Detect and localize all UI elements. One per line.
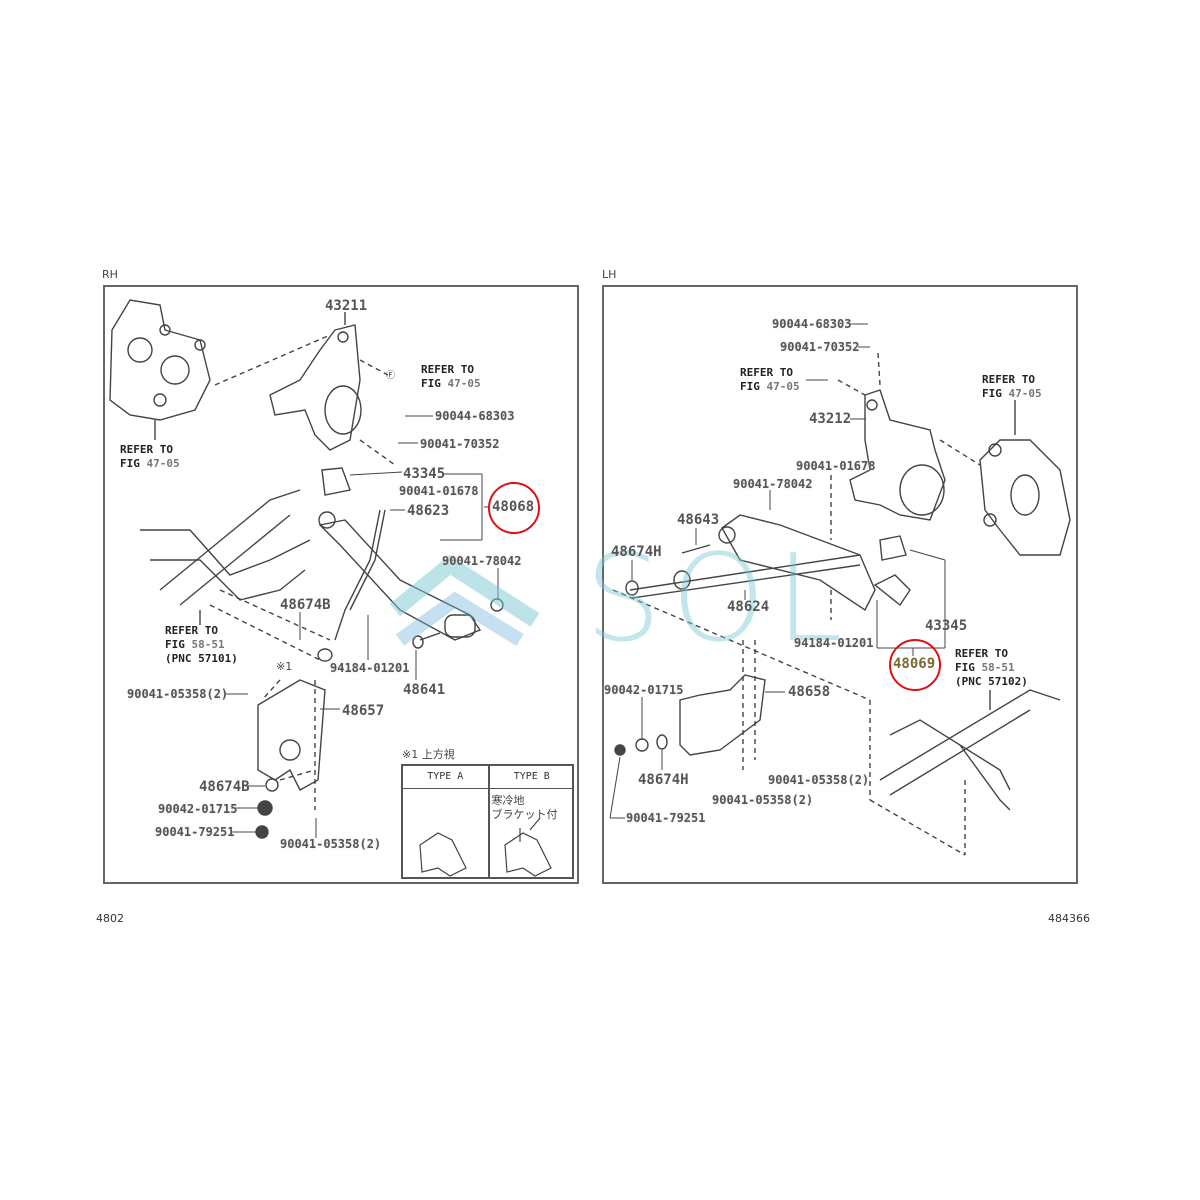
fig-number: 58-51 [981, 661, 1015, 674]
lh-bracket-48658-drawing [614, 674, 766, 756]
part-48674h-bottom[interactable]: 48674H [638, 772, 689, 788]
part-90041-05358-b-lh[interactable]: 90041-05358(2) [712, 793, 814, 807]
rh-lower-arm-drawing [317, 467, 504, 662]
fig-number: 58-51 [191, 638, 225, 651]
ref-marker-f-icon: Ⓕ [386, 371, 396, 381]
fig-text: FIG [165, 638, 192, 651]
watermark-logo: SOL [585, 530, 853, 669]
part-90041-79251[interactable]: 90041-79251 [155, 825, 235, 839]
type-a-header: TYPE A [403, 766, 488, 789]
part-94184-01201-lh[interactable]: 94184-01201 [794, 636, 874, 650]
part-90042-01715[interactable]: 90042-01715 [158, 802, 238, 816]
part-90041-79251-lh[interactable]: 90041-79251 [626, 811, 706, 825]
part-43211[interactable]: 43211 [325, 298, 368, 314]
part-90041-05358-b[interactable]: 90041-05358(2) [280, 837, 382, 851]
part-90044-68303[interactable]: 90044-68303 [435, 409, 515, 423]
refer-to-text: REFER TO [740, 366, 793, 379]
refer-fig-58-51-frame[interactable]: REFER TO FIG 58-51 (PNC 57101) [165, 624, 238, 666]
fig-text: FIG [421, 377, 448, 390]
lh-diagram-panel [602, 285, 1078, 884]
fig-number: 47-05 [766, 380, 800, 393]
type-comparison-inset: TYPE A TYPE B 寒冷地 ブラケット付 [401, 764, 574, 879]
part-43345[interactable]: 43345 [403, 466, 446, 482]
refer-to-text: REFER TO [982, 373, 1035, 386]
refer-to-text: REFER TO [165, 624, 218, 637]
refer-fig-47-05-caliper-lh[interactable]: REFER TO FIG 47-05 [982, 373, 1042, 401]
rh-steering-knuckle-drawing [269, 312, 362, 451]
fig-text: FIG [120, 457, 147, 470]
part-94184-01201[interactable]: 94184-01201 [330, 661, 410, 675]
part-90041-70352[interactable]: 90041-70352 [420, 437, 500, 451]
part-90041-05358-a[interactable]: 90041-05358(2) [127, 687, 229, 701]
refer-to-text: REFER TO [421, 363, 474, 376]
fig-number: 47-05 [146, 457, 180, 470]
part-90044-68303-lh[interactable]: 90044-68303 [772, 317, 852, 331]
type-b-column: TYPE B 寒冷地 ブラケット付 [487, 766, 574, 877]
side-label-lh: LH [602, 268, 617, 281]
part-48658[interactable]: 48658 [788, 684, 831, 700]
type-b-note-bracket: ブラケット付 [491, 808, 558, 821]
lh-steering-knuckle-drawing [849, 389, 946, 521]
refer-fig-47-05-caliper[interactable]: REFER TO FIG 47-05 [120, 443, 180, 471]
part-90041-78042-lh[interactable]: 90041-78042 [733, 477, 813, 491]
part-90041-05358-a-lh[interactable]: 90041-05358(2) [768, 773, 870, 787]
part-48623[interactable]: 48623 [407, 503, 450, 519]
part-90041-01678-lh[interactable]: 90041-01678 [796, 459, 876, 473]
pnc-text: (PNC 57102) [955, 675, 1028, 688]
fig-text: FIG [955, 661, 982, 674]
highlight-circle-48069 [889, 639, 941, 691]
part-48624[interactable]: 48624 [727, 599, 770, 615]
side-label-rh: RH [102, 268, 118, 281]
refer-fig-47-05-knuckle-lh[interactable]: REFER TO FIG 47-05 [740, 366, 800, 394]
rh-frame-drawing [140, 489, 311, 625]
lh-frame-drawing [879, 689, 1061, 811]
fig-text: FIG [740, 380, 767, 393]
part-48674h-top[interactable]: 48674H [611, 544, 662, 560]
lh-brake-caliper-drawing [979, 400, 1071, 556]
part-43345-lh[interactable]: 43345 [925, 618, 968, 634]
lh-lower-arm-drawing [625, 514, 911, 612]
figure-code-right: 484366 [1048, 912, 1090, 925]
type-b-header: TYPE B [489, 766, 574, 789]
inset-title: ※1 上方視 [402, 748, 455, 761]
type-b-note-cold-region: 寒冷地 [491, 794, 525, 807]
type-a-column: TYPE A [403, 766, 488, 877]
rh-diagram-panel [103, 285, 579, 884]
part-90042-01715-lh[interactable]: 90042-01715 [604, 683, 684, 697]
part-43212[interactable]: 43212 [809, 411, 852, 427]
part-90041-78042[interactable]: 90041-78042 [442, 554, 522, 568]
refer-to-text: REFER TO [120, 443, 173, 456]
inset-bracket-drawings [419, 817, 552, 877]
part-48674b-top[interactable]: 48674B [280, 597, 331, 613]
fig-text: FIG [982, 387, 1009, 400]
fig-number: 47-05 [1008, 387, 1042, 400]
note-mark-1: ※1 [276, 660, 293, 673]
part-48674b-bottom[interactable]: 48674B [199, 779, 250, 795]
refer-to-text: REFER TO [955, 647, 1008, 660]
part-90041-70352-lh[interactable]: 90041-70352 [780, 340, 860, 354]
refer-fig-58-51-frame-lh[interactable]: REFER TO FIG 58-51 (PNC 57102) [955, 647, 1028, 689]
rh-bracket-48657-drawing [255, 679, 326, 839]
part-48641[interactable]: 48641 [403, 682, 446, 698]
refer-fig-47-05-knuckle[interactable]: REFER TO FIG 47-05 [421, 363, 481, 391]
part-48643[interactable]: 48643 [677, 512, 720, 528]
figure-code-left: 4802 [96, 912, 124, 925]
rh-brake-caliper-drawing [109, 299, 211, 440]
part-48657[interactable]: 48657 [342, 703, 385, 719]
pnc-text: (PNC 57101) [165, 652, 238, 665]
part-90041-01678[interactable]: 90041-01678 [399, 484, 479, 498]
fig-number: 47-05 [447, 377, 481, 390]
highlight-circle-48068 [488, 482, 540, 534]
